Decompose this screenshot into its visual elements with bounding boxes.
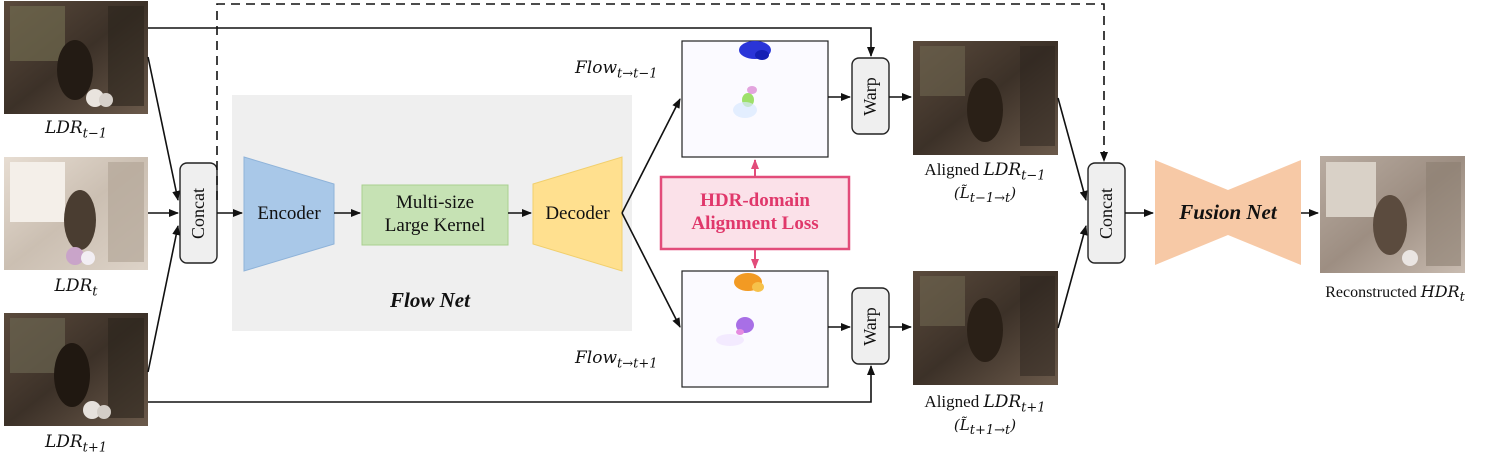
warp-bottom-box bbox=[851, 287, 890, 365]
decoder-block bbox=[532, 156, 623, 272]
output-image-hdr bbox=[1320, 156, 1465, 273]
aligned-image-next bbox=[913, 271, 1058, 385]
label-aligned-next: Aligned LDRt+1 bbox=[924, 392, 1046, 416]
label-aligned-prev: Aligned LDRt−1 bbox=[924, 160, 1046, 184]
input-image-prev bbox=[4, 1, 148, 114]
decoder-label: Decoder bbox=[545, 202, 610, 224]
label-flow-fwd: Flowt→t+1 bbox=[575, 348, 658, 372]
flow-image-fwd bbox=[681, 270, 829, 388]
concat-right-text: Concat bbox=[1096, 187, 1116, 239]
label-ldr-next: LDRt+1 bbox=[44, 432, 108, 456]
aligned-image-prev bbox=[913, 41, 1058, 155]
label-aligned-next-sym: (L̃t+1→t) bbox=[953, 416, 1017, 438]
fusion-net-block bbox=[1155, 160, 1301, 265]
warp-top-text: Warp bbox=[860, 76, 880, 116]
flow-image-back bbox=[681, 40, 829, 158]
input-image-next bbox=[4, 313, 148, 426]
label-output: Reconstructed HDRt bbox=[1325, 282, 1465, 306]
loss-label: HDR-domain Alignment Loss bbox=[691, 190, 819, 234]
arrows bbox=[147, 3, 1319, 403]
encoder-block bbox=[243, 156, 335, 272]
flow-net-title: Flow Net bbox=[390, 288, 470, 312]
kernel-label: Multi-size Large Kernel bbox=[384, 192, 486, 236]
fusion-net-label: Fusion Net bbox=[1179, 199, 1277, 224]
input-image-cur bbox=[4, 157, 148, 270]
warp-bottom-text: Warp bbox=[860, 306, 880, 346]
concat-left-text: Concat bbox=[188, 187, 208, 239]
kernel-block bbox=[361, 184, 509, 246]
warp-top-box bbox=[851, 57, 890, 135]
label-flow-back: Flowt→t−1 bbox=[575, 58, 658, 82]
loss-box bbox=[659, 175, 851, 251]
label-ldr-cur: LDRt bbox=[54, 276, 98, 300]
label-ldr-prev: LDRt−1 bbox=[44, 118, 108, 142]
encoder-label: Encoder bbox=[257, 202, 321, 224]
label-aligned-prev-sym: (L̃t−1→t) bbox=[953, 184, 1017, 206]
